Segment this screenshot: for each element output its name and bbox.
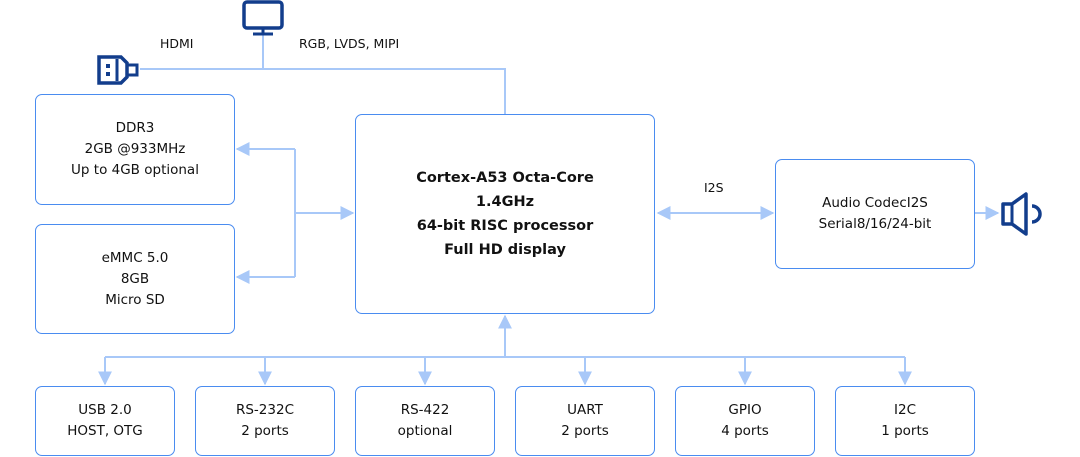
- rs232c-box: RS-232C 2 ports: [195, 386, 335, 456]
- box-line: 8GB: [120, 270, 150, 287]
- display-bus-line: [140, 68, 506, 114]
- hdmi-label: HDMI: [160, 36, 194, 51]
- display-interfaces-label: RGB, LVDS, MIPI: [299, 36, 400, 51]
- box-line: 1.4GHz: [475, 194, 535, 210]
- i2c-box: I2C 1 ports: [835, 386, 975, 456]
- box-line: Audio CodecI2S: [822, 195, 928, 211]
- uart-box: UART 2 ports: [515, 386, 655, 456]
- box-line: HOST, OTG: [67, 423, 143, 439]
- box-line: USB 2.0: [78, 402, 132, 418]
- audio-codec-box: Audio CodecI2S Serial8/16/24-bit: [775, 159, 975, 269]
- box-line: 2GB @933MHz: [84, 141, 186, 157]
- hdmi-connector-icon: [97, 55, 139, 85]
- box-line: optional: [397, 423, 453, 439]
- speaker-icon: [1001, 192, 1042, 236]
- box-line: RS-232C: [235, 402, 294, 418]
- box-line: Micro SD: [105, 291, 165, 308]
- box-line: 4 ports: [721, 423, 769, 439]
- box-line: I2C: [894, 402, 916, 418]
- box-line: 1 ports: [881, 423, 929, 439]
- box-line: 2 ports: [241, 423, 289, 439]
- box-line: eMMC 5.0: [101, 249, 169, 266]
- box-line: DDR3: [115, 120, 155, 136]
- box-line: UART: [567, 402, 603, 418]
- cpu-box: Cortex-A53 Octa-Core 1.4GHz 64-bit RISC …: [355, 114, 655, 314]
- i2s-label: I2S: [704, 180, 724, 195]
- box-line: Full HD display: [444, 242, 566, 258]
- box-line: Serial8/16/24-bit: [818, 216, 932, 232]
- box-line: Up to 4GB optional: [71, 162, 199, 178]
- rs422-box: RS-422 optional: [355, 386, 495, 456]
- box-line: 64-bit RISC processor: [416, 218, 594, 234]
- ddr3-box: DDR3 2GB @933MHz Up to 4GB optional: [35, 94, 235, 205]
- box-line: GPIO: [728, 402, 762, 418]
- gpio-box: GPIO 4 ports: [675, 386, 815, 456]
- box-line: RS-422: [400, 402, 450, 418]
- emmc-box: eMMC 5.0 8GB Micro SD: [35, 224, 235, 334]
- box-line: Cortex-A53 Octa-Core: [416, 170, 594, 186]
- box-line: 2 ports: [561, 423, 609, 439]
- usb-box: USB 2.0 HOST, OTG: [35, 386, 175, 456]
- monitor-icon: [242, 0, 284, 36]
